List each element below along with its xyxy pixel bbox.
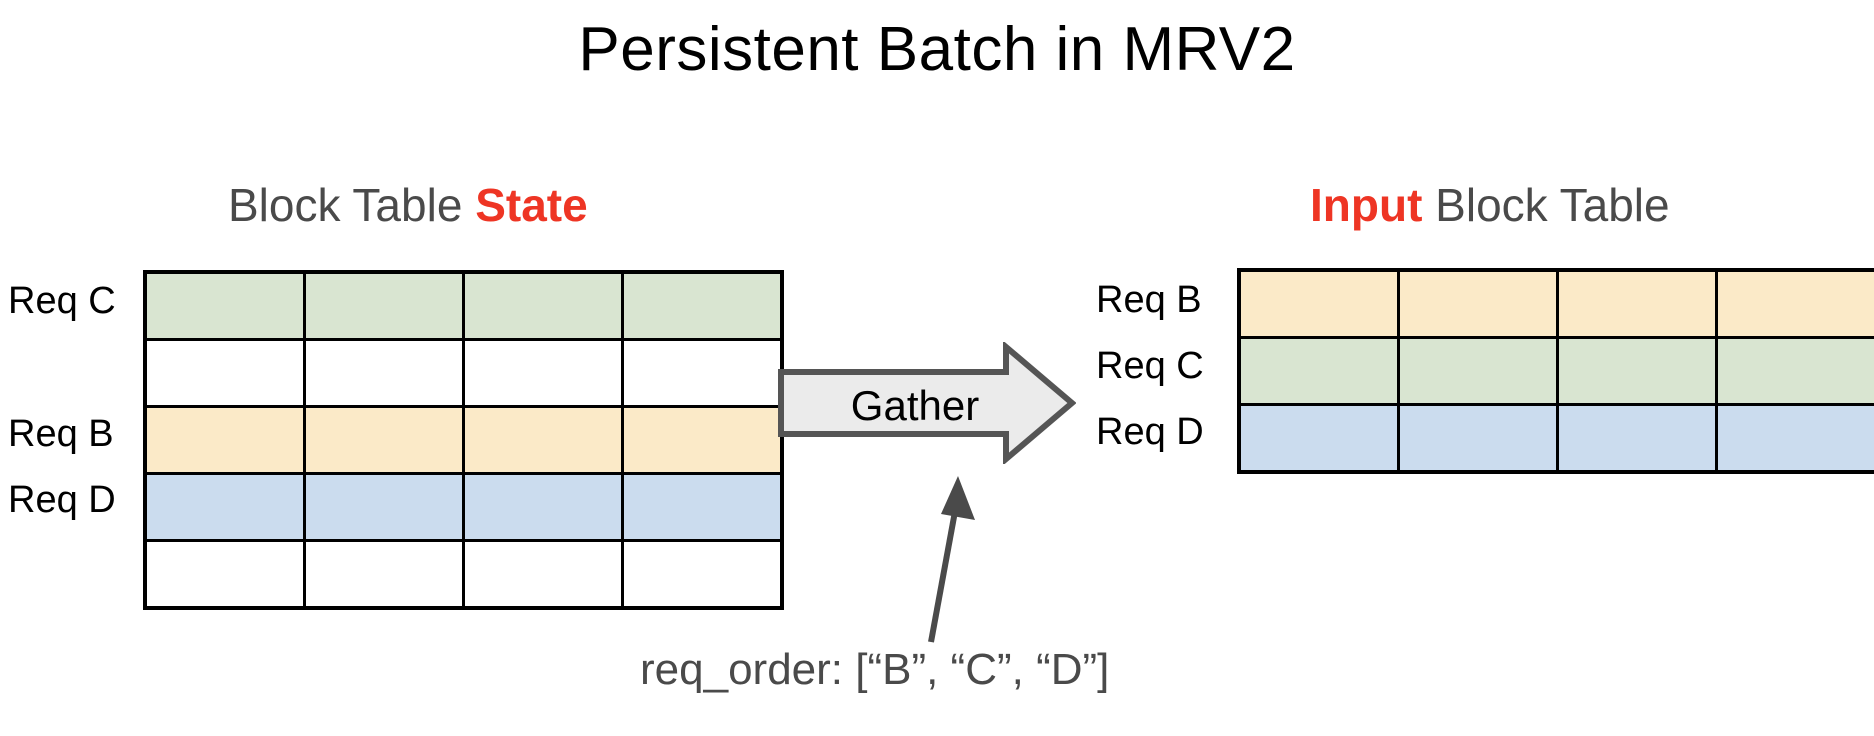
table-row (143, 539, 784, 610)
table-row (1237, 403, 1874, 474)
left-heading-prefix: Block Table (228, 179, 476, 231)
left-panel-heading: Block Table State (228, 178, 588, 232)
req-order-annotation: req_order: [“B”, “C”, “D”] (640, 645, 1110, 694)
table-cell (462, 405, 624, 475)
table-cell (462, 539, 624, 610)
row-label-input-req-c: Req C (1096, 345, 1204, 387)
row-label-state-req-c: Req C (8, 280, 116, 322)
table-cell (1237, 268, 1400, 339)
table-cell (1715, 403, 1874, 474)
row-label-state-req-b: Req B (8, 413, 114, 455)
table-cell (1556, 336, 1718, 406)
table-cell (1237, 336, 1400, 406)
right-heading-accent: Input (1310, 179, 1423, 231)
right-heading-suffix: Block Table (1422, 179, 1670, 231)
table-row (1237, 268, 1874, 339)
table-cell (303, 405, 465, 475)
page-title: Persistent Batch in MRV2 (578, 15, 1296, 84)
table-cell (1237, 403, 1400, 474)
table-cell (462, 472, 624, 542)
table-row (143, 405, 784, 475)
table-cell (621, 270, 784, 341)
table-cell (621, 539, 784, 610)
table-cell (621, 338, 784, 408)
table-row (143, 270, 784, 341)
table-cell (1715, 336, 1874, 406)
table-cell (143, 405, 306, 475)
block-table-state (143, 270, 784, 610)
table-row (143, 472, 784, 542)
table-cell (462, 270, 624, 341)
table-cell (143, 270, 306, 341)
table-cell (303, 539, 465, 610)
row-label-state-req-d: Req D (8, 479, 116, 521)
table-cell (1556, 403, 1718, 474)
table-cell (462, 338, 624, 408)
table-cell (303, 338, 465, 408)
table-cell (1715, 268, 1874, 339)
row-label-input-req-b: Req B (1096, 279, 1202, 321)
table-cell (621, 472, 784, 542)
table-cell (1397, 336, 1559, 406)
table-cell (143, 472, 306, 542)
gather-arrow-icon (778, 342, 1076, 464)
table-row (143, 338, 784, 408)
table-row (1237, 336, 1874, 406)
right-panel-heading: Input Block Table (1310, 178, 1670, 232)
table-cell (303, 270, 465, 341)
connector-arrow-icon (928, 476, 975, 643)
table-cell (1556, 268, 1718, 339)
table-cell (303, 472, 465, 542)
table-cell (621, 405, 784, 475)
table-cell (1397, 403, 1559, 474)
table-cell (1397, 268, 1559, 339)
block-table-input (1237, 268, 1874, 474)
table-cell (143, 539, 306, 610)
left-heading-accent: State (475, 179, 588, 231)
row-label-input-req-d: Req D (1096, 411, 1204, 453)
table-cell (143, 338, 306, 408)
